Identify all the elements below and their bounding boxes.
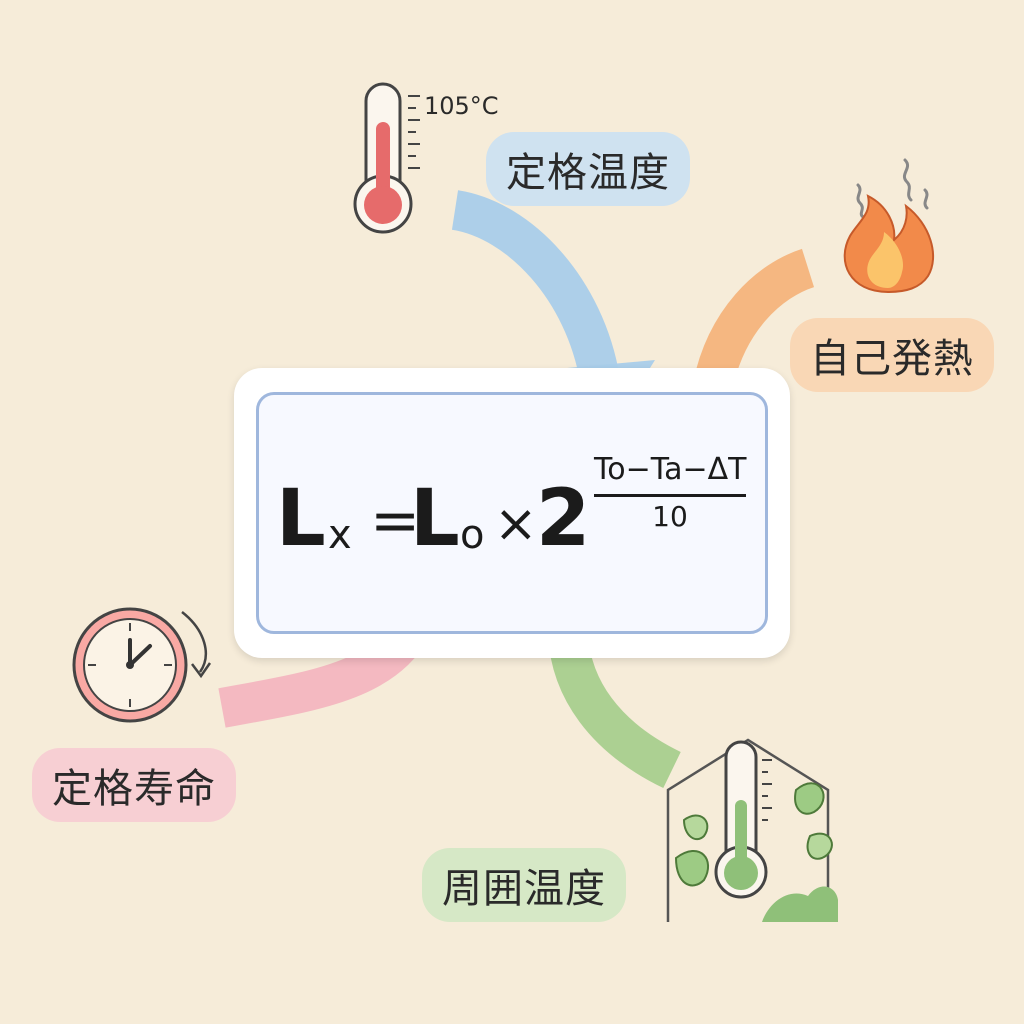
formula-card bbox=[234, 368, 790, 658]
thermometer-icon bbox=[353, 82, 420, 234]
rated-temperature-label: 定格温度 bbox=[486, 132, 690, 206]
ambient-temperature-label: 周囲温度 bbox=[422, 848, 626, 922]
rated-life-label: 定格寿命 bbox=[32, 748, 236, 822]
house-thermometer-icon bbox=[666, 738, 838, 922]
self-heating-label: 自己発熱 bbox=[790, 318, 994, 392]
formula-rhs-subscript: o bbox=[460, 512, 485, 558]
formula-fraction-bar bbox=[594, 494, 746, 497]
formula-exponent-numerator: To−Ta−ΔT bbox=[594, 452, 747, 487]
flame-icon bbox=[843, 158, 935, 294]
formula-rhs-symbol: L bbox=[410, 474, 460, 564]
formula-lhs-symbol: L bbox=[276, 474, 326, 564]
formula-times: × bbox=[494, 494, 538, 554]
formula-lhs-subscript: x bbox=[328, 512, 352, 558]
formula-frame bbox=[256, 392, 768, 634]
rated-temperature-value: 105°C bbox=[424, 92, 499, 120]
formula-exponent-denominator: 10 bbox=[652, 500, 688, 533]
formula-equals: = bbox=[370, 486, 421, 556]
formula-base: 2 bbox=[536, 474, 591, 564]
clock-icon bbox=[72, 607, 212, 723]
